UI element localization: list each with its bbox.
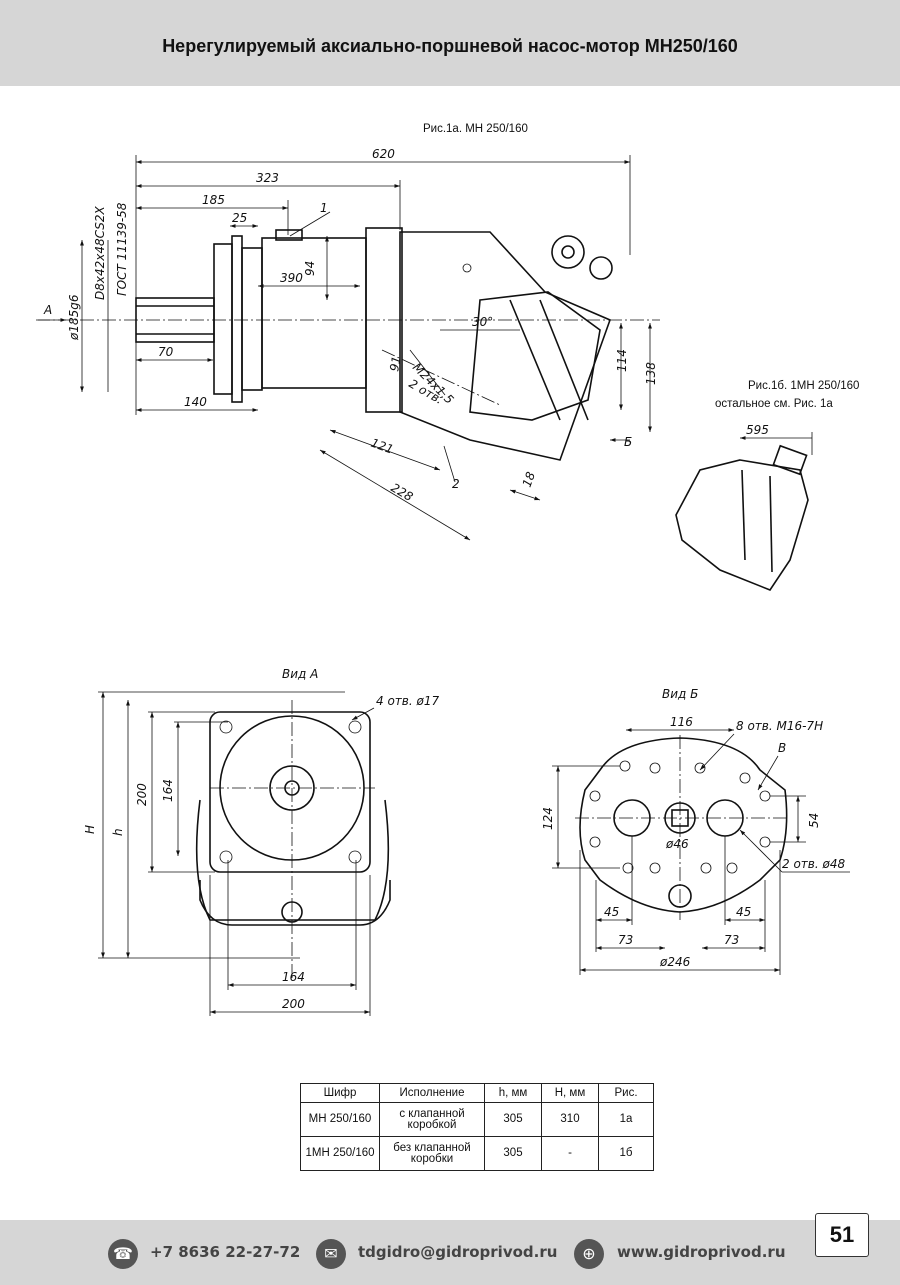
- cell-code: МН 250/160: [300, 1102, 380, 1137]
- dim-116: 116: [670, 715, 693, 729]
- cell-variant-line2: коробки: [410, 1152, 454, 1165]
- col-variant-header: Исполнение: [379, 1083, 485, 1103]
- dim-121: 121: [369, 436, 395, 457]
- dim-h: h: [111, 828, 125, 836]
- page-title: Нерегулируемый аксиально-поршневой насос…: [162, 36, 738, 56]
- view-a-title: Вид А: [282, 667, 318, 681]
- cell-h: 305: [484, 1136, 542, 1171]
- col-h-header: h, мм: [484, 1083, 542, 1103]
- callout-1: 1: [320, 201, 328, 215]
- footer-phone[interactable]: +7 8636 22-27-72: [150, 1243, 301, 1261]
- diam-185: ø185g6: [67, 294, 81, 341]
- dim-54: 54: [807, 813, 821, 828]
- footer-email[interactable]: tdgidro@gidroprivod.ru: [358, 1243, 558, 1261]
- dim-25: 25: [232, 211, 247, 225]
- dim-228: 228: [389, 480, 416, 504]
- cell-variant-line1: без клапанной: [393, 1141, 471, 1154]
- cell-fig: 1а: [598, 1102, 654, 1137]
- dim-595: 595: [746, 423, 769, 437]
- cell-variant-line1: с клапанной: [399, 1107, 465, 1120]
- cell-code: 1МН 250/160: [300, 1136, 380, 1171]
- dim-200-horizontal: 200: [282, 997, 305, 1011]
- dim-70: 70: [158, 345, 174, 359]
- dim-200-vertical: 200: [135, 783, 149, 806]
- dim-164-vertical: 164: [161, 779, 175, 802]
- col-code-header: Шифр: [300, 1083, 380, 1103]
- view-arrow-a: A: [43, 303, 52, 317]
- gost-spec: ГОСТ 11139-58: [115, 202, 129, 296]
- email-icon: ✉: [316, 1239, 346, 1269]
- holes-2-label: 2 отв. ø48: [782, 857, 845, 871]
- dim-164-horizontal: 164: [282, 970, 305, 984]
- figure-1b-note: остальное см. Рис. 1а: [715, 398, 833, 410]
- variants-table: Шифр Исполнение h, мм H, мм Рис. МН 250/…: [300, 1083, 654, 1171]
- cell-fig: 1б: [598, 1136, 654, 1171]
- dim-390: 390: [280, 271, 303, 285]
- dim-185: 185: [202, 193, 225, 207]
- side-view-drawing: 620 323 185 25 1 390 94 70 140 121 228 1…: [36, 147, 660, 541]
- dim-323: 323: [256, 171, 279, 185]
- cell-H: -: [541, 1136, 599, 1171]
- dim-73-left: 73: [618, 933, 633, 947]
- footer-website[interactable]: www.gidroprivod.ru: [617, 1243, 786, 1261]
- dim-45-right: 45: [736, 905, 751, 919]
- dim-91: 91: [387, 355, 403, 372]
- dim-620: 620: [372, 147, 395, 161]
- col-fig-header: Рис.: [598, 1083, 654, 1103]
- view-b-title: Вид Б: [662, 687, 698, 701]
- dim-246: ø246: [659, 955, 691, 969]
- dim-73-right: 73: [724, 933, 739, 947]
- view-a-drawing: Вид А 4 отв. ø17 H h 200: [83, 667, 439, 1016]
- cell-h: 305: [484, 1102, 542, 1137]
- figure-1b-drawing: 595: [675, 423, 813, 591]
- page-header: Нерегулируемый аксиально-поршневой насос…: [0, 0, 900, 86]
- view-arrow-b: Б: [624, 435, 632, 449]
- cell-H: 310: [541, 1102, 599, 1137]
- figure-1a-caption: Рис.1а. МН 250/160: [423, 123, 528, 135]
- angle-30: 30°: [472, 315, 493, 329]
- cell-variant-line2: коробкой: [407, 1118, 457, 1131]
- view-b-drawing: Вид Б 116 8 отв. М16-7Н В: [541, 687, 850, 975]
- dim-18: 18: [520, 470, 539, 489]
- holes-4-label: 4 отв. ø17: [376, 694, 439, 708]
- globe-icon: ⊕: [574, 1239, 604, 1269]
- dim-124: 124: [541, 807, 555, 830]
- page-number: 51: [815, 1213, 869, 1257]
- dim-138: 138: [644, 362, 658, 385]
- callout-2: 2: [452, 477, 460, 491]
- table-header-row: Шифр Исполнение h, мм H, мм Рис.: [300, 1083, 654, 1103]
- label-v: В: [778, 741, 786, 755]
- dim-H: H: [83, 825, 97, 834]
- phone-icon: ☎: [108, 1239, 138, 1269]
- spline-spec: D8x42x48CS2X: [93, 206, 107, 300]
- col-H-header: H, мм: [541, 1083, 599, 1103]
- dim-45-left: 45: [604, 905, 619, 919]
- dim-46: ø46: [665, 837, 689, 851]
- dim-94: 94: [303, 261, 317, 276]
- dim-140: 140: [184, 395, 207, 409]
- dim-114: 114: [615, 349, 629, 372]
- page-footer: [0, 1220, 900, 1285]
- holes-8-label: 8 отв. М16-7Н: [736, 719, 823, 733]
- figure-1b-caption: Рис.1б. 1МН 250/160: [748, 380, 860, 392]
